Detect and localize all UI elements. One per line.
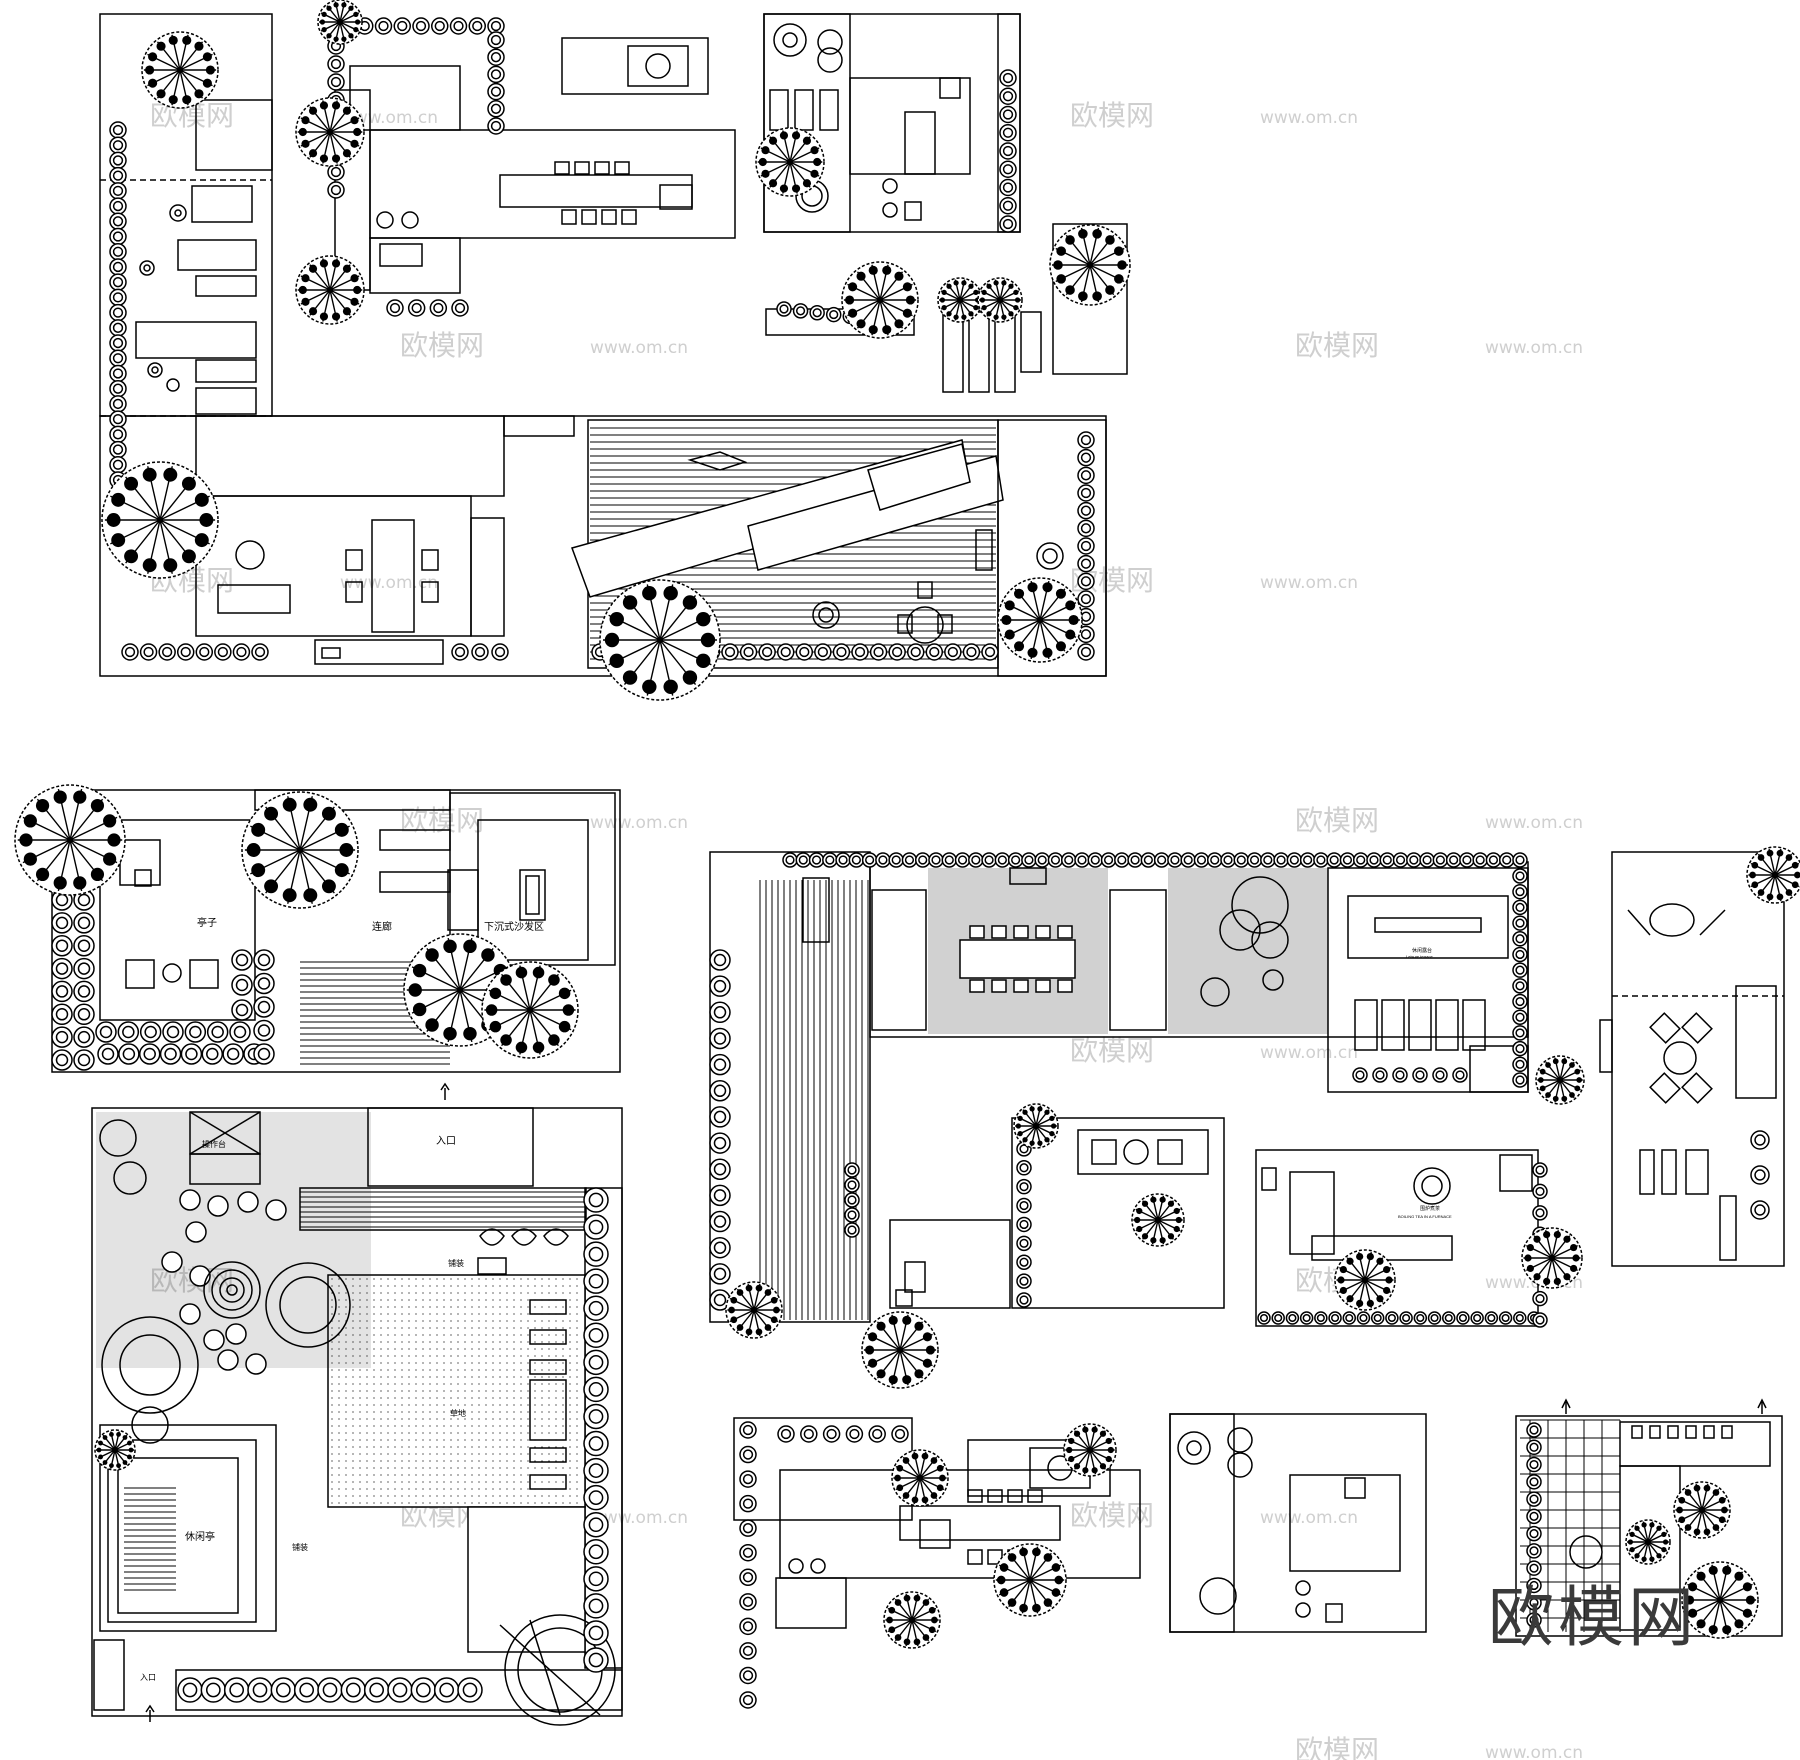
watermark-url: www.om.cn (340, 108, 438, 128)
label-entrance-bottom: 入口 (140, 1673, 156, 1682)
tree-symbol (883, 1591, 941, 1649)
label-courtyard-dining-cn: 庭院餐区 (975, 959, 999, 967)
watermark-url: www.om.cn (1260, 1508, 1358, 1528)
label-leisure-terrace-en: Leisure terrace (1406, 954, 1433, 959)
tree-symbol (101, 461, 219, 579)
tree-symbol (1521, 1227, 1583, 1289)
tree-symbol (1013, 1103, 1059, 1149)
tree-symbol (1673, 1481, 1731, 1539)
label-lawn: 草地 (450, 1408, 466, 1418)
tree-symbol (937, 277, 983, 323)
watermark-brand: 欧模网 (1070, 1499, 1154, 1532)
brand-logo: 欧模网 (1488, 1579, 1698, 1656)
tree-symbol (1681, 1561, 1759, 1639)
watermark-brand: 欧模网 (1295, 804, 1379, 837)
tree-symbol (14, 784, 126, 896)
watermark-url: www.om.cn (1485, 813, 1583, 833)
label-corridor: 连廊 (372, 920, 392, 933)
plan-c-square-garden (91, 1082, 623, 1726)
tree-symbol (891, 1449, 949, 1507)
watermark-url: www.om.cn (1260, 108, 1358, 128)
tree-symbol (993, 1543, 1067, 1617)
tree-symbol (1049, 224, 1131, 306)
tree-symbol (997, 577, 1083, 663)
watermark-url: www.om.cn (590, 813, 688, 833)
tree-symbol (1063, 1423, 1117, 1477)
label-paving-1: 铺装 (448, 1258, 464, 1268)
watermark-brand: 欧模网 (400, 329, 484, 362)
tree-symbol (1535, 1055, 1585, 1105)
plan-d-courtyard-garden (709, 851, 1785, 1327)
tree-symbol (725, 1281, 783, 1339)
label-paving-2: 铺装 (292, 1542, 308, 1552)
tree-symbol (295, 255, 365, 325)
watermark-url: www.om.cn (1485, 338, 1583, 358)
plan-labels: 亭子 连廊 下沉式沙发区 入口 操作台 铺装 草地 休闲亭 铺装 入口 庭院餐区… (140, 916, 1452, 1682)
label-leisure-pavilion: 休闲亭 (185, 1530, 215, 1543)
watermark-brand: 欧模网 (1070, 99, 1154, 132)
label-pavilion: 亭子 (197, 916, 217, 929)
watermark-url: www.om.cn (590, 1508, 688, 1528)
watermark-brand: 欧模网 (1070, 1034, 1154, 1067)
tree-symbol (481, 961, 579, 1059)
tree-symbol (1131, 1193, 1185, 1247)
tree-symbol (141, 31, 219, 109)
tree-symbol (755, 127, 825, 197)
label-operation-desk: 操作台 (202, 1139, 226, 1149)
tree-symbol (599, 579, 721, 701)
tree-symbol (1334, 1249, 1396, 1311)
tree-symbol (1746, 846, 1800, 904)
tree-symbol (241, 791, 359, 909)
tree-symbol (295, 97, 365, 167)
watermark-brand: 欧模网 (1295, 1734, 1379, 1760)
plan-a-l-garden (99, 13, 1128, 677)
watermark-brand: 欧模网 (1295, 329, 1379, 362)
watermark-layer: 欧模网 www.om.cn 欧模网 www.om.cn 欧模网 www.om.cn 欧模网 w… (150, 99, 1583, 1760)
watermark-url: www.om.cn (1260, 573, 1358, 593)
tree-symbol (1625, 1519, 1671, 1565)
tree-symbol (317, 0, 363, 45)
tree-symbol (977, 277, 1023, 323)
watermark-url: www.om.cn (590, 338, 688, 358)
label-courtyard-dining-en: Courtyard dining (970, 969, 1007, 975)
tree-symbol (861, 1311, 939, 1389)
watermark-brand: 欧模网 (400, 804, 484, 837)
watermark-url: www.om.cn (1485, 1743, 1583, 1760)
watermark-url: www.om.cn (340, 573, 438, 593)
label-sunken-sofa: 下沉式沙发区 (484, 920, 544, 933)
label-tea-en: BOILING TEA IN A FURNACE (1398, 1214, 1452, 1219)
tree-symbol (841, 261, 919, 339)
label-tea-cn: 围炉煮茶 (1420, 1205, 1440, 1212)
tree-symbol (94, 1429, 136, 1471)
label-leisure-terrace-cn: 休闲露台 (1412, 947, 1432, 954)
label-entrance-top: 入口 (436, 1136, 456, 1147)
watermark-url: www.om.cn (1260, 1043, 1358, 1063)
